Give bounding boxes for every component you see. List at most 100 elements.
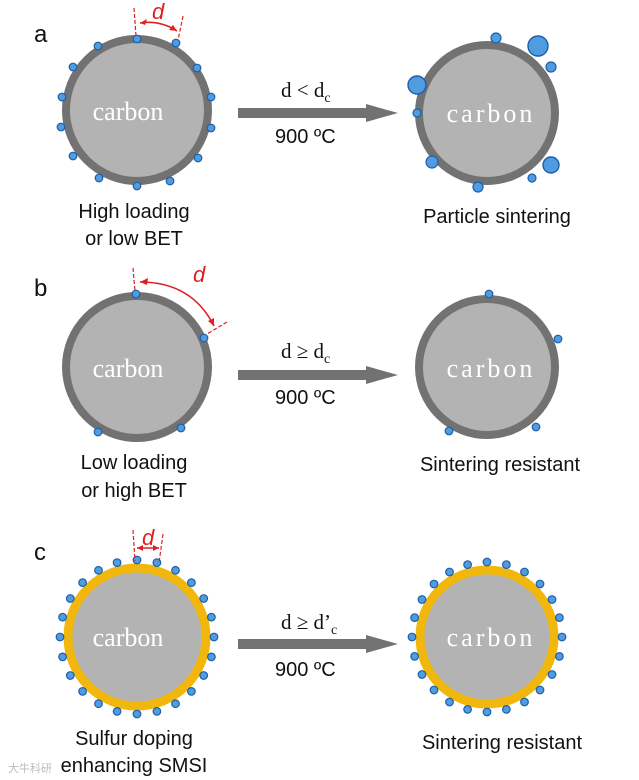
metal-particle (206, 652, 216, 662)
metal-particles (93, 289, 209, 437)
metal-particle (132, 181, 142, 191)
panel-c-left-particle-system: carbon d (55, 525, 219, 719)
temperature-label: 900 ºC (275, 659, 336, 681)
metal-particle (482, 557, 492, 567)
left-caption-line-2: or high BET (81, 480, 187, 502)
metal-particle (527, 173, 537, 183)
metal-particle (407, 632, 417, 642)
metal-particle (171, 699, 180, 709)
sintered-particle (407, 75, 427, 95)
metal-particle (429, 685, 439, 695)
metal-particle (93, 427, 103, 437)
arrow-shaft (238, 108, 368, 118)
metal-particle (199, 594, 209, 603)
metal-particle (502, 560, 511, 569)
metal-particle (531, 422, 541, 432)
dash-line (177, 15, 184, 41)
panel-a-letter: a (34, 21, 48, 48)
arc-arrowhead (137, 545, 143, 551)
right-caption: Particle sintering (423, 206, 571, 228)
carbon-support (415, 295, 559, 439)
panel-b-right-particle-system: carbon (415, 289, 563, 439)
metal-particle (186, 578, 196, 587)
metal-particle (193, 153, 203, 163)
metal-particle (94, 699, 103, 709)
carbon-label: carbon (447, 99, 536, 128)
metal-particle (425, 155, 439, 169)
sintered-particle (527, 35, 549, 57)
metal-particle (55, 632, 65, 642)
metal-particle (176, 423, 186, 433)
distance-label: d (152, 0, 165, 24)
arc-arrowhead (153, 545, 159, 551)
metal-particle (94, 565, 103, 575)
metal-particles (56, 34, 216, 191)
metal-particle (410, 652, 420, 661)
metal-particle (65, 671, 75, 680)
metal-particle (472, 181, 484, 193)
metal-particle (112, 558, 122, 567)
metal-particle (112, 707, 122, 716)
metal-particle (206, 612, 216, 622)
arrow-head (366, 104, 398, 122)
left-caption-line-1: Sulfur doping (75, 728, 193, 750)
metal-particles (444, 289, 563, 436)
sintered-particles (407, 32, 560, 193)
metal-particle (206, 92, 216, 102)
metal-particle (484, 289, 494, 299)
distance-annotation: d (132, 525, 164, 564)
panel-b-arrow: d ≥ dc 900 ºC (238, 339, 398, 409)
distance-annotation: d (132, 262, 228, 335)
temperature-label: 900 ºC (275, 126, 336, 148)
left-caption-line-1: High loading (78, 201, 189, 223)
metal-particle (490, 32, 502, 44)
panel-c-right-particle-system: carbon (407, 557, 567, 717)
metal-particle (171, 38, 181, 48)
metal-particle (171, 565, 180, 575)
right-caption: Sintering resistant (420, 454, 581, 476)
metal-particle (199, 333, 209, 343)
metal-particle (444, 426, 454, 436)
metal-particle (417, 670, 427, 679)
arc-arrowhead (208, 318, 214, 326)
condition-label: d ≥ d’c (281, 610, 337, 638)
metal-particle (199, 671, 209, 680)
metal-particle (417, 595, 427, 604)
metal-particle (547, 595, 557, 604)
metal-particle (165, 176, 175, 186)
left-caption-line-1: Low loading (81, 452, 188, 474)
condition-label: d < dc (281, 78, 331, 106)
metal-particle (132, 34, 142, 44)
arc-arrowhead (140, 278, 148, 285)
metal-particle (132, 555, 142, 565)
metal-particle (65, 594, 75, 603)
metal-particle (535, 685, 545, 695)
carbon-label: carbon (93, 623, 164, 652)
metal-particle (78, 578, 87, 587)
panel-a-left-particle-system: carbon (56, 0, 216, 191)
metal-particle (131, 289, 141, 299)
metal-particle (192, 63, 202, 73)
arrow-head (366, 635, 398, 653)
metal-particle (94, 173, 104, 183)
dash-line (206, 321, 228, 335)
metal-particle (445, 697, 454, 707)
metal-particle (535, 579, 545, 589)
metal-particle (482, 707, 492, 717)
metal-particle (463, 705, 473, 714)
panel-c: c carbon d d ≥ d’c 900 ºC carbon (34, 525, 582, 777)
carbon-label: carbon (447, 354, 536, 383)
metal-particle (520, 567, 529, 577)
panel-b-left-particle-system: carbon d (62, 262, 228, 442)
metal-particle (553, 334, 563, 344)
metal-particle (186, 687, 196, 696)
metal-particle (56, 122, 66, 132)
metal-particle (57, 92, 67, 102)
left-caption-line-2: or low BET (85, 228, 183, 250)
metal-particle (410, 613, 420, 622)
metal-particle (445, 567, 454, 577)
panel-b-letter: b (34, 275, 47, 302)
metal-particle (206, 123, 216, 133)
metal-particle (463, 560, 473, 569)
distance-label: d (142, 525, 155, 550)
